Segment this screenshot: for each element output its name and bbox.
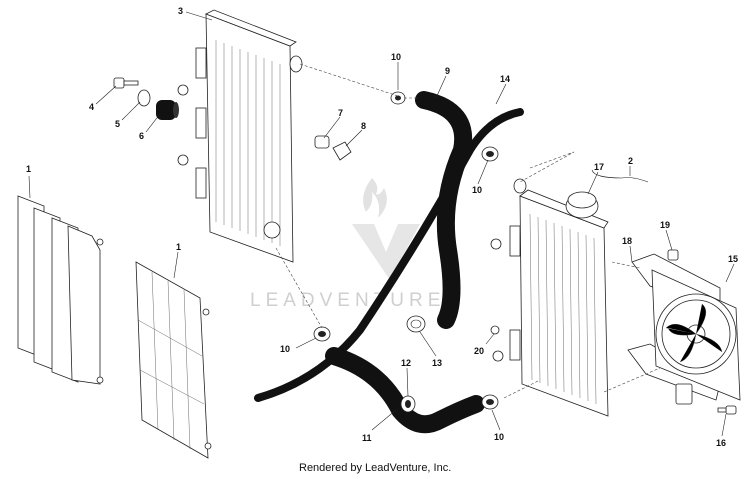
credit-text: Rendered by LeadVenture, Inc. — [299, 462, 451, 474]
callout-20: 20 — [474, 346, 484, 356]
bolt-4 — [113, 77, 139, 89]
callout-1b: 1 — [176, 242, 181, 252]
hose-clamp-13 — [406, 315, 426, 333]
callout-10a: 10 — [391, 52, 401, 62]
callout-12: 12 — [401, 358, 411, 368]
washer-20 — [490, 325, 500, 335]
callout-1a: 1 — [26, 164, 31, 174]
callout-3: 3 — [178, 6, 183, 16]
washer-5 — [137, 89, 151, 107]
collar-7 — [314, 135, 330, 149]
callout-7: 7 — [338, 108, 343, 118]
bolt-16 — [717, 405, 737, 415]
hose-clamp-10a — [390, 91, 406, 105]
right-radiator — [490, 178, 609, 417]
nut-19 — [667, 249, 679, 261]
hose-14 — [254, 108, 524, 402]
callout-10d: 10 — [494, 432, 504, 442]
callout-10b: 10 — [472, 185, 482, 195]
callout-6: 6 — [139, 131, 144, 141]
hose-clamp-12 — [400, 395, 416, 413]
callout-8: 8 — [361, 121, 366, 131]
hose-11 — [325, 347, 485, 434]
leadventure-watermark: LEADVENTURE — [250, 178, 445, 311]
callout-2: 2 — [628, 156, 633, 166]
cooling-fan-15 — [651, 269, 741, 405]
callout-18: 18 — [622, 236, 632, 246]
callout-19: 19 — [660, 220, 670, 230]
left-radiator-fins — [215, 40, 281, 246]
callout-11: 11 — [362, 433, 372, 443]
callouts: 1 1 2 3 4 5 6 7 8 9 10 10 10 10 11 12 13… — [26, 6, 738, 448]
callout-16: 16 — [716, 438, 726, 448]
callout-13: 13 — [432, 358, 442, 368]
hose-clamp-10b — [481, 146, 499, 162]
leader-lines — [28, 11, 735, 437]
callout-5: 5 — [115, 119, 120, 129]
callout-4: 4 — [89, 102, 94, 112]
radiator-cap-17 — [565, 191, 599, 219]
callout-17: 17 — [594, 162, 604, 172]
nut-8 — [332, 141, 352, 161]
connection-lines — [275, 63, 661, 399]
hose-clamp-10d — [481, 394, 499, 410]
hose-9 — [415, 91, 473, 329]
radiator-shroud-left — [17, 195, 104, 385]
callout-15: 15 — [728, 254, 738, 264]
right-radiator-fins — [529, 213, 597, 405]
radiator-louver-right — [135, 261, 212, 459]
callout-14: 14 — [500, 74, 510, 84]
callout-10c: 10 — [280, 344, 290, 354]
callout-9: 9 — [445, 66, 450, 76]
grommet-6 — [156, 100, 179, 120]
left-radiator — [177, 9, 303, 263]
watermark-text: LEADVENTURE — [250, 290, 445, 311]
hose-clamp-10c — [313, 326, 331, 342]
